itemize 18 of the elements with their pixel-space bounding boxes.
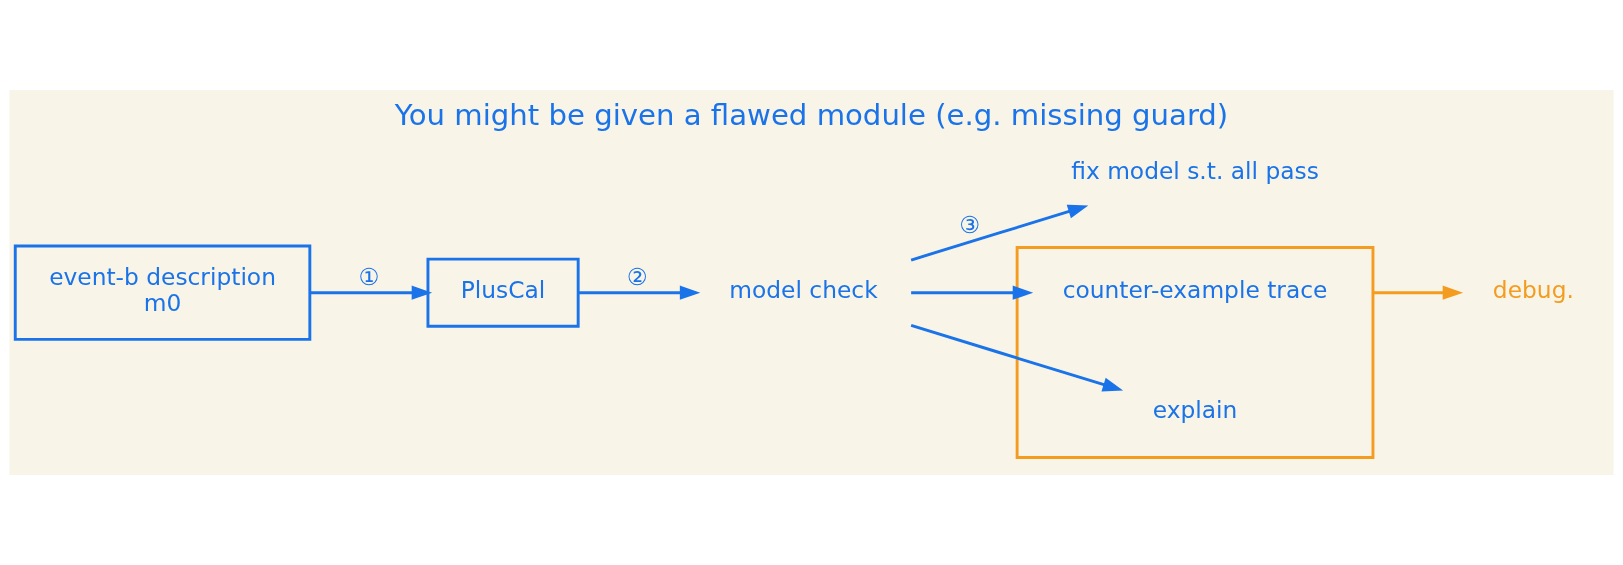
- diagram-title: You might be given a flawed module (e.g. missing guard): [394, 98, 1229, 132]
- arrow: [911, 285, 1034, 300]
- node-text: counter-example trace: [1062, 276, 1328, 305]
- arrow: [910, 204, 1089, 262]
- node-text: explain: [1152, 395, 1238, 424]
- edge-label: ①: [358, 263, 380, 292]
- arrow: [910, 324, 1124, 392]
- arrow: [1372, 285, 1464, 300]
- node-box: PlusCal: [426, 257, 580, 328]
- cluster: [1015, 246, 1375, 459]
- edge-label: ③: [959, 210, 981, 239]
- node-box: event-b description m0: [13, 244, 312, 341]
- arrow: [578, 285, 701, 300]
- edge-label: ②: [626, 263, 648, 292]
- arrow: [310, 285, 433, 300]
- node-text: model check: [729, 276, 878, 305]
- node-text: fix model s.t. all pass: [1071, 156, 1319, 185]
- node-text: debug.: [1492, 276, 1574, 305]
